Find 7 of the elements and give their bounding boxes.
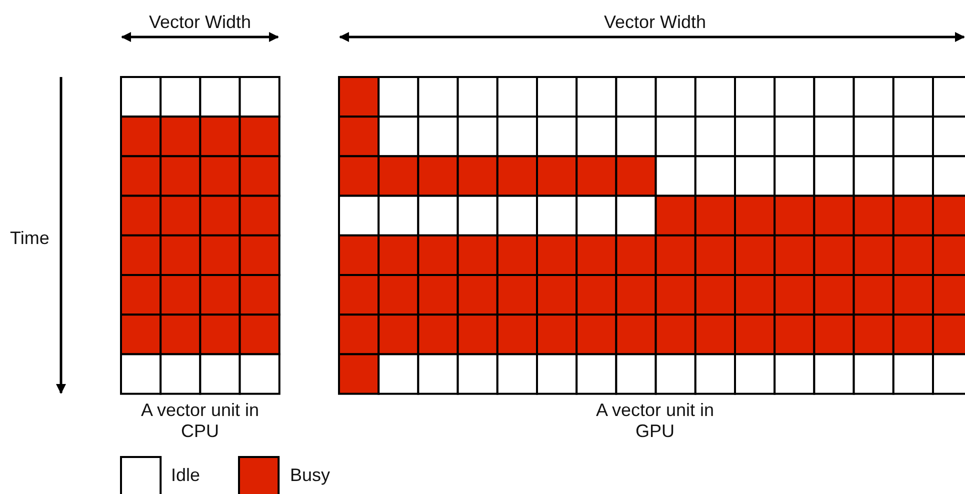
axis-label: Time (10, 228, 50, 249)
legend-label: Busy (290, 465, 332, 486)
grid-caption: A vector unit in GPU (594, 400, 716, 442)
grid-caption: A vector unit in CPU (140, 400, 260, 442)
legend-label: Idle (171, 465, 202, 486)
axis-label: Vector Width (602, 12, 708, 33)
axis-label: Vector Width (148, 12, 252, 33)
